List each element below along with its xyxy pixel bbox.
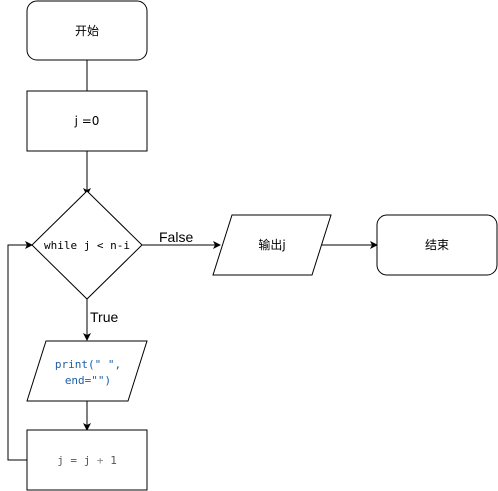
increment-assign-op: = [64,454,84,467]
init-node-label: j =0 [74,114,100,128]
init-node [26,90,148,152]
increment-plus-op: + [90,454,110,467]
condition-node [31,190,143,300]
condition-node-label: while j < n-i [44,239,130,252]
edge-label-true: True [90,309,118,325]
increment-var-left: j [57,454,64,467]
increment-node [26,429,148,491]
edge-loop-back [7,241,33,461]
end-node [376,214,498,276]
increment-literal: 1 [110,454,117,467]
edge-label-false: False [159,229,193,245]
start-node [26,0,148,61]
print-node-label-line1: print(" ", [55,358,121,371]
print-node [26,340,148,402]
increment-node-label: j = j + 1 [57,454,117,467]
output-node-label: 输出j [258,237,285,252]
end-node-label: 结束 [425,238,449,252]
start-node-label: 开始 [75,24,99,38]
output-node [212,214,332,276]
print-node-label-line2: end="") [65,374,111,387]
increment-var-right: j [84,454,91,467]
